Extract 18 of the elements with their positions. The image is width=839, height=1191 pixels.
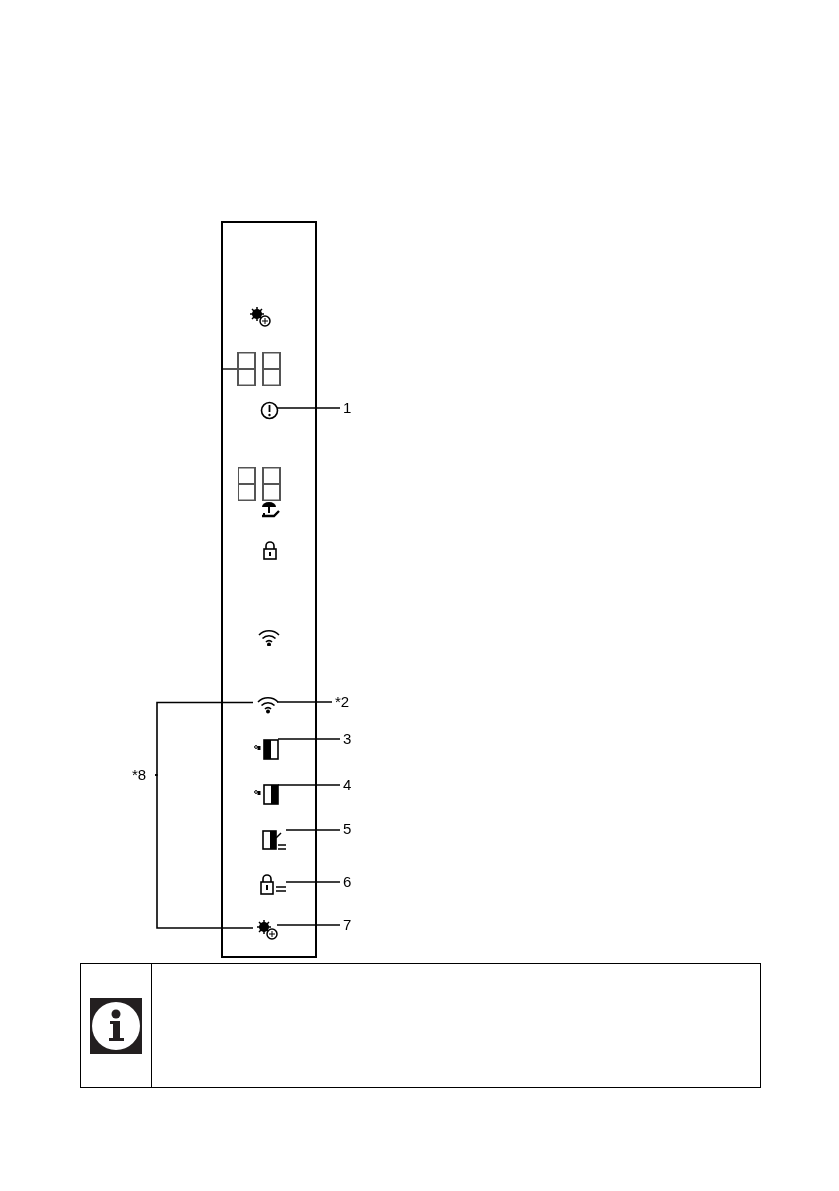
- leader-line: [277, 738, 341, 740]
- leader-line: [285, 881, 341, 883]
- callout-number: 1: [343, 400, 352, 415]
- leader-line: [277, 784, 341, 786]
- leader-line: [154, 701, 254, 776]
- callout-number: 5: [343, 821, 352, 836]
- callout-number: 6: [343, 874, 352, 889]
- callout-number: 3: [343, 731, 352, 746]
- callout-number: 4: [343, 777, 352, 792]
- control-panel: [221, 221, 317, 958]
- callout-number: *2: [335, 694, 350, 709]
- callout-number: *8: [132, 767, 147, 782]
- leader-line: [154, 774, 254, 929]
- leader-line: [276, 701, 333, 703]
- leader-line: [285, 829, 341, 831]
- leader-line: [276, 407, 341, 409]
- leader-line: [276, 924, 341, 926]
- callout-number: 7: [343, 917, 352, 932]
